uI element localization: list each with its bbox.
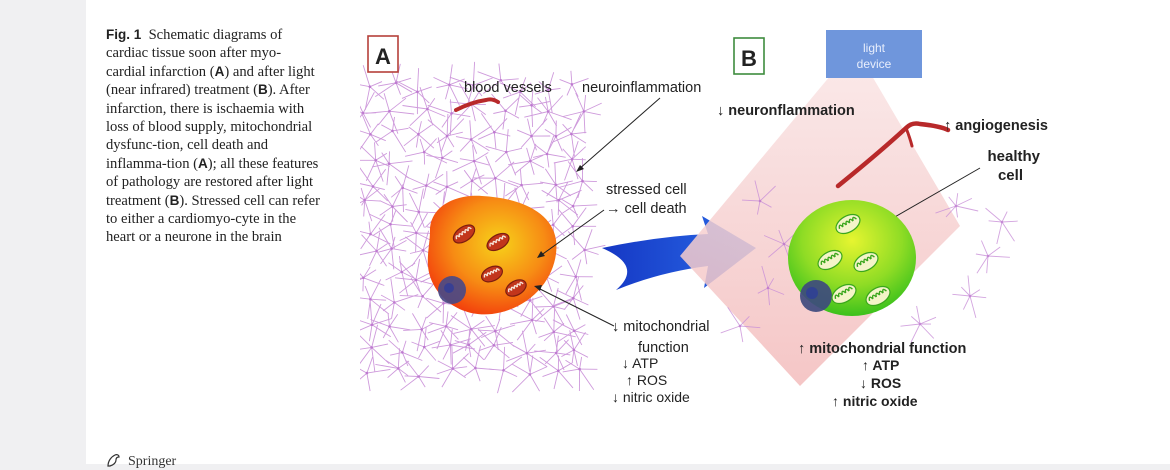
- page-footer: Springer: [106, 452, 176, 470]
- atp-label-b: ↑ ATP: [862, 357, 899, 373]
- panel-b: light device B ↓ neuronflammation ↑ angi…: [680, 30, 1048, 409]
- healthy-cell: [788, 200, 916, 316]
- panel-a: A blood vessels neuroinflammation stress…: [360, 36, 710, 405]
- publisher-name: Springer: [128, 454, 176, 469]
- figure-caption: Fig. 1 Schematic diagrams of cardiac tis…: [106, 26, 320, 247]
- caption-ref-a: A: [215, 64, 225, 79]
- stressed-cell-label: stressed cell: [606, 182, 687, 198]
- healthy-cell-label: cell: [998, 167, 1023, 184]
- springer-horse-icon: [106, 452, 122, 468]
- svg-text:A: A: [375, 44, 391, 69]
- atp-label-a: ↓ ATP: [622, 355, 658, 371]
- svg-text:device: device: [857, 57, 892, 71]
- figure-diagram: A blood vessels neuroinflammation stress…: [360, 26, 1080, 416]
- mito-function-label-a: ↓ mitochondrial: [612, 319, 710, 335]
- figure-label: Fig. 1: [106, 27, 141, 42]
- ros-label-b: ↓ ROS: [860, 375, 901, 391]
- light-device: light device: [826, 30, 922, 78]
- nitric-oxide-label-b: ↑ nitric oxide: [832, 393, 918, 409]
- caption-ref-a-2: A: [198, 156, 208, 171]
- mito-function-label-a-2: function: [638, 340, 689, 356]
- angiogenesis-label: ↑ angiogenesis: [944, 118, 1048, 134]
- ros-label-a: ↑ ROS: [626, 372, 667, 388]
- stressed-cell: [428, 196, 557, 315]
- nitric-oxide-label-a: ↓ nitric oxide: [612, 389, 690, 405]
- badge-b: B: [734, 38, 764, 74]
- neuroinflammation-label-b: ↓ neuronflammation: [717, 103, 855, 119]
- svg-text:light: light: [863, 41, 886, 55]
- svg-text:B: B: [741, 46, 757, 71]
- badge-a: A: [368, 36, 398, 72]
- caption-ref-b: B: [258, 82, 268, 97]
- blood-vessels-label: blood vessels: [464, 80, 552, 96]
- mito-function-label-b: ↑ mitochondrial function: [798, 341, 966, 357]
- caption-ref-b-2: B: [170, 193, 180, 208]
- neuroinflammation-label: neuroinflammation: [582, 80, 701, 96]
- cell-death-label: → cell death: [606, 201, 687, 217]
- healthy-label: healthy: [987, 148, 1040, 165]
